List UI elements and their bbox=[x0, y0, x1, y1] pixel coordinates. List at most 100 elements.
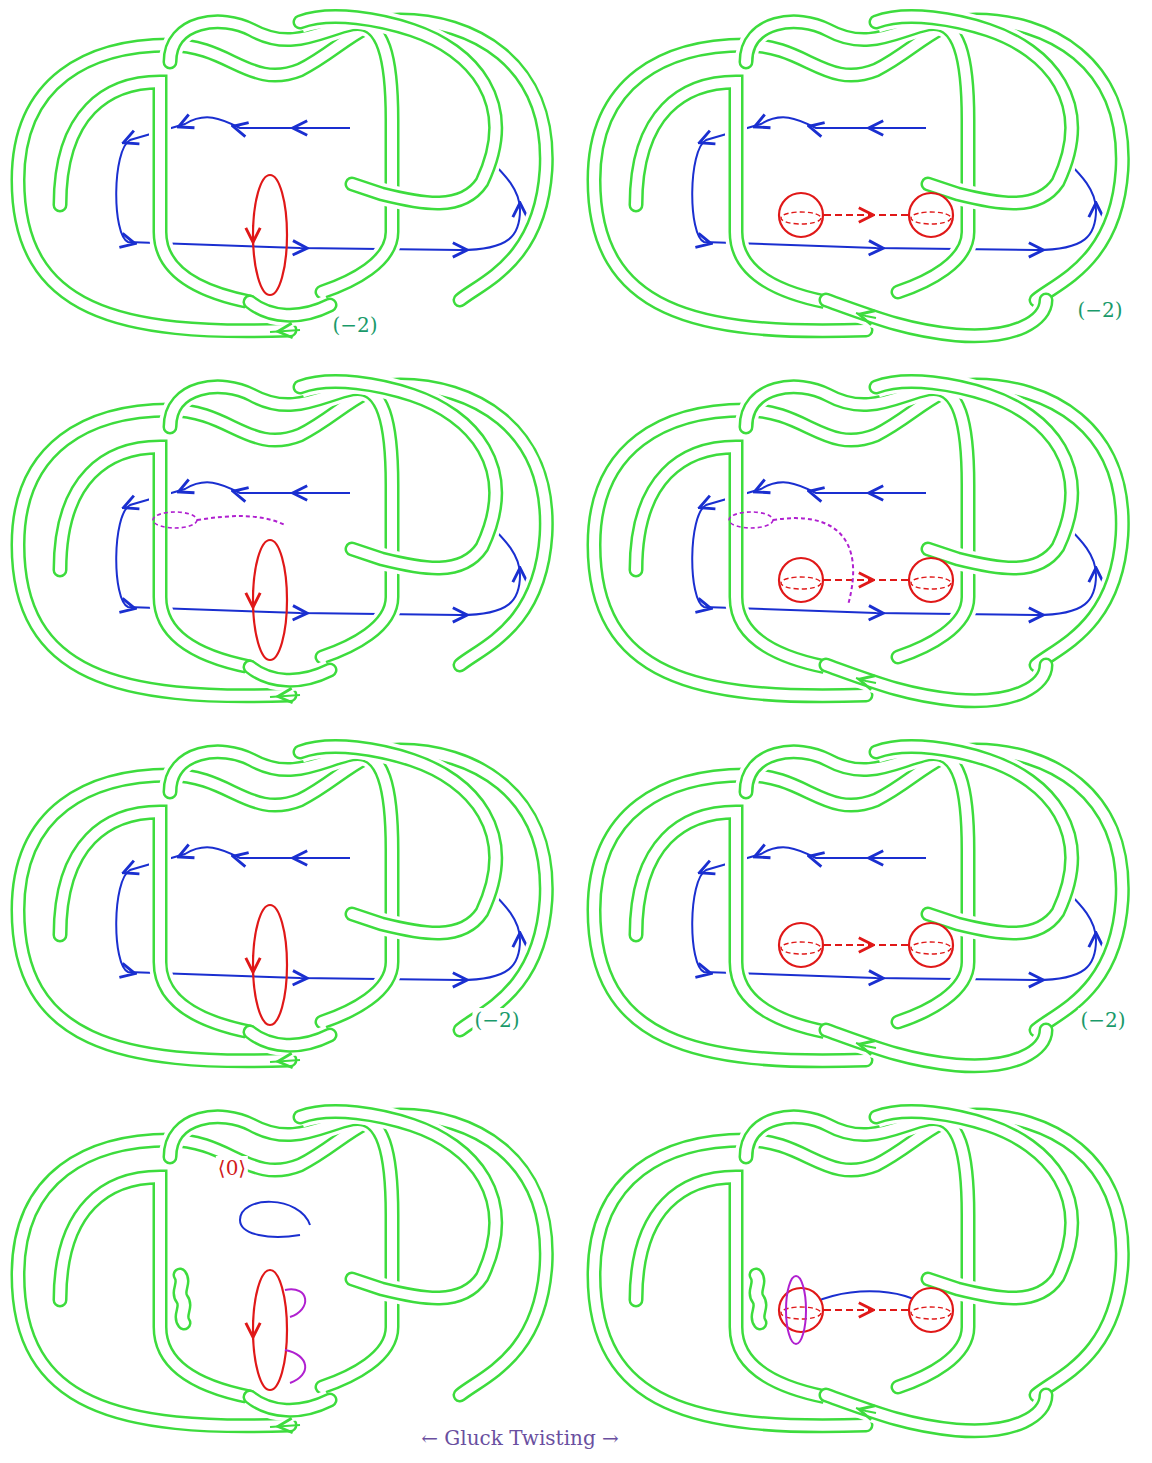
orientation-arrow bbox=[270, 1425, 300, 1427]
band-interior bbox=[170, 1117, 392, 1387]
band-gap bbox=[300, 1112, 496, 1299]
sphere-equator bbox=[911, 577, 951, 589]
purple-dashed-disk bbox=[729, 512, 773, 528]
sphere-equator bbox=[781, 212, 821, 224]
green-band bbox=[300, 1112, 496, 1299]
red-circle bbox=[253, 905, 287, 1025]
band-gap bbox=[876, 17, 1072, 204]
blue-curve bbox=[692, 482, 1096, 615]
band-interior bbox=[876, 1112, 1072, 1299]
green-band bbox=[250, 667, 330, 680]
band-interior bbox=[300, 747, 496, 934]
band-gap bbox=[170, 22, 392, 292]
red-dashed-arrow bbox=[824, 1309, 908, 1311]
framing-number: (−2) bbox=[330, 313, 379, 337]
red-arrow bbox=[252, 955, 254, 975]
purple-twist-arrow bbox=[285, 1350, 305, 1383]
band-gap bbox=[60, 1177, 250, 1397]
red-sphere bbox=[909, 558, 953, 602]
framing-number: (−2) bbox=[472, 1008, 521, 1032]
band-interior bbox=[746, 1117, 968, 1387]
band-gap bbox=[746, 22, 968, 292]
orientation-arrow bbox=[270, 695, 300, 697]
green-band bbox=[300, 382, 496, 569]
green-band bbox=[250, 1397, 330, 1410]
band-interior bbox=[746, 752, 968, 1022]
band-interior bbox=[636, 1177, 826, 1397]
green-band bbox=[826, 665, 1046, 701]
band-interior bbox=[300, 17, 496, 204]
band-gap bbox=[250, 302, 330, 315]
red-arrow bbox=[252, 1320, 254, 1340]
band-gap bbox=[746, 387, 968, 657]
sphere-equator bbox=[781, 942, 821, 954]
green-band bbox=[300, 747, 496, 934]
red-dashed-arrow bbox=[824, 944, 908, 946]
red-dashed-arrow bbox=[824, 214, 908, 216]
framing-number: ⟨0⟩ bbox=[216, 1156, 248, 1180]
green-band bbox=[876, 747, 1072, 934]
red-arrow bbox=[252, 225, 254, 245]
band-gap bbox=[826, 665, 1046, 701]
purple-dashed-arrow bbox=[773, 518, 853, 605]
band-interior bbox=[636, 447, 826, 667]
green-band bbox=[876, 382, 1072, 569]
band-interior bbox=[746, 387, 968, 657]
green-band bbox=[170, 22, 392, 292]
green-band bbox=[636, 82, 826, 302]
green-band bbox=[180, 1275, 184, 1323]
knot-panel bbox=[594, 747, 1122, 1066]
band-gap bbox=[250, 667, 330, 680]
band-interior bbox=[746, 22, 968, 292]
band-interior bbox=[826, 1030, 1046, 1066]
green-band bbox=[300, 17, 496, 204]
green-band bbox=[636, 812, 826, 1032]
green-band bbox=[826, 1395, 1046, 1431]
red-sphere bbox=[779, 923, 823, 967]
green-band bbox=[746, 1117, 968, 1387]
green-band bbox=[250, 1032, 330, 1045]
band-gap bbox=[826, 300, 1046, 336]
band-gap bbox=[300, 382, 496, 569]
band-gap bbox=[300, 17, 496, 204]
green-band bbox=[60, 1177, 250, 1397]
blue-curve bbox=[240, 1202, 310, 1237]
band-gap bbox=[636, 1177, 826, 1397]
orientation-arrow bbox=[856, 1408, 876, 1413]
green-band bbox=[746, 22, 968, 292]
band-interior bbox=[300, 382, 496, 569]
band-interior bbox=[636, 82, 826, 302]
orientation-arrow bbox=[270, 1060, 300, 1062]
band-gap bbox=[826, 1395, 1046, 1431]
band-gap bbox=[170, 387, 392, 657]
green-band bbox=[746, 387, 968, 657]
green-band bbox=[170, 752, 392, 1022]
orientation-arrow bbox=[856, 313, 876, 318]
band-interior bbox=[250, 1397, 330, 1410]
band-gap bbox=[746, 1117, 968, 1387]
band-interior bbox=[60, 1177, 250, 1397]
knot-panel bbox=[594, 1112, 1122, 1431]
orientation-arrow bbox=[856, 678, 876, 683]
red-sphere bbox=[779, 558, 823, 602]
sphere-equator bbox=[911, 1307, 951, 1319]
band-interior bbox=[170, 22, 392, 292]
red-circle bbox=[253, 175, 287, 295]
band-interior bbox=[180, 1275, 184, 1323]
knot-panel bbox=[594, 17, 1122, 336]
band-interior bbox=[60, 82, 250, 302]
knot-panel bbox=[18, 382, 546, 697]
band-gap bbox=[876, 1112, 1072, 1299]
framing-number: (−2) bbox=[1075, 298, 1124, 322]
red-circle bbox=[253, 1270, 287, 1390]
band-gap bbox=[746, 752, 968, 1022]
green-band bbox=[170, 1117, 392, 1387]
red-dashed-arrow bbox=[824, 579, 908, 581]
blue-curve bbox=[116, 117, 520, 250]
blue-curve bbox=[692, 847, 1096, 980]
red-circle bbox=[253, 540, 287, 660]
band-interior bbox=[876, 17, 1072, 204]
band-interior bbox=[300, 1112, 496, 1299]
green-band bbox=[636, 1177, 826, 1397]
